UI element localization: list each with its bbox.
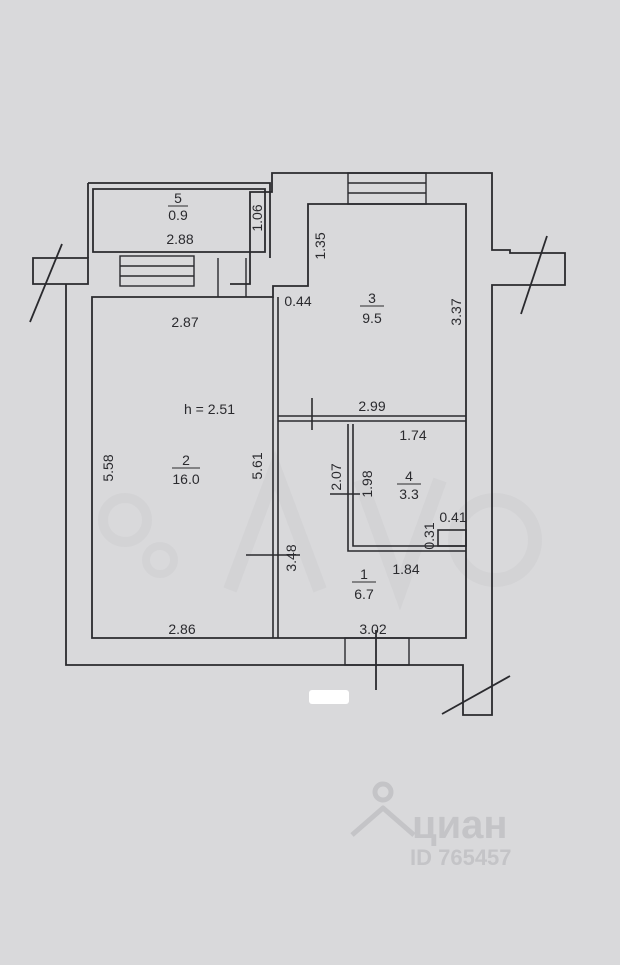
dimension-labels: 2.88 1.06 2.87 5.58 5.61 2.86 1.35 0.44 … [100, 204, 467, 637]
interior-walls [246, 297, 467, 638]
svg-text:9.5: 9.5 [362, 310, 382, 326]
background-watermark [98, 450, 542, 611]
location-pin-icon [350, 781, 416, 837]
svg-text:3: 3 [368, 290, 376, 306]
dim-room4-niche-width: 0.41 [439, 509, 466, 525]
dim-room2-top: 2.87 [171, 314, 198, 330]
cian-watermark: циан ID 765457 [350, 781, 512, 870]
axis-marks [29, 235, 548, 715]
room-4-label: 4 3.3 [397, 468, 421, 502]
room-3-label: 3 9.5 [360, 290, 384, 326]
svg-text:4: 4 [405, 468, 413, 484]
dim-room4-top: 1.74 [399, 427, 426, 443]
dim-room3-right: 3.37 [448, 298, 464, 325]
ceiling-height-label: h = 2.51 [184, 401, 235, 417]
dim-room3-bottom: 2.99 [358, 398, 385, 414]
dim-room3-step-width: 0.44 [284, 293, 311, 309]
svg-text:2: 2 [182, 452, 190, 468]
dim-room1-left: 3.48 [283, 544, 299, 571]
svg-text:3.3: 3.3 [399, 486, 419, 502]
dim-room4-bottom: 1.84 [392, 561, 419, 577]
dim-room2-left: 5.58 [100, 454, 116, 481]
room-1-label: 1 6.7 [352, 566, 376, 602]
redaction-block [309, 690, 349, 704]
dim-room1-wall-top: 2.07 [328, 463, 344, 490]
svg-text:0.9: 0.9 [168, 207, 188, 223]
dim-balcony-depth: 1.06 [249, 204, 265, 231]
watermark-id: ID 765457 [410, 845, 512, 870]
dim-room4-niche-height: 0.31 [421, 522, 437, 549]
exterior-walls [32, 172, 566, 716]
room-5-label: 5 0.9 [168, 190, 188, 223]
dim-room1-bottom: 3.02 [359, 621, 386, 637]
room-2-label: 2 16.0 [172, 452, 200, 487]
dim-balcony-width: 2.88 [166, 231, 193, 247]
windows [119, 172, 427, 666]
dim-room2-bottom: 2.86 [168, 621, 195, 637]
watermark-brand: циан [412, 803, 508, 847]
dim-room2-right: 5.61 [249, 452, 265, 479]
dim-room3-step-height: 1.35 [312, 232, 328, 259]
svg-text:5: 5 [174, 190, 182, 206]
svg-text:16.0: 16.0 [172, 471, 199, 487]
room-labels: 5 0.9 2 16.0 3 9.5 4 3.3 1 6.7 h = 2.51 [168, 190, 421, 602]
svg-text:1: 1 [360, 566, 368, 582]
dim-room4-left: 1.98 [359, 470, 375, 497]
svg-text:6.7: 6.7 [354, 586, 374, 602]
